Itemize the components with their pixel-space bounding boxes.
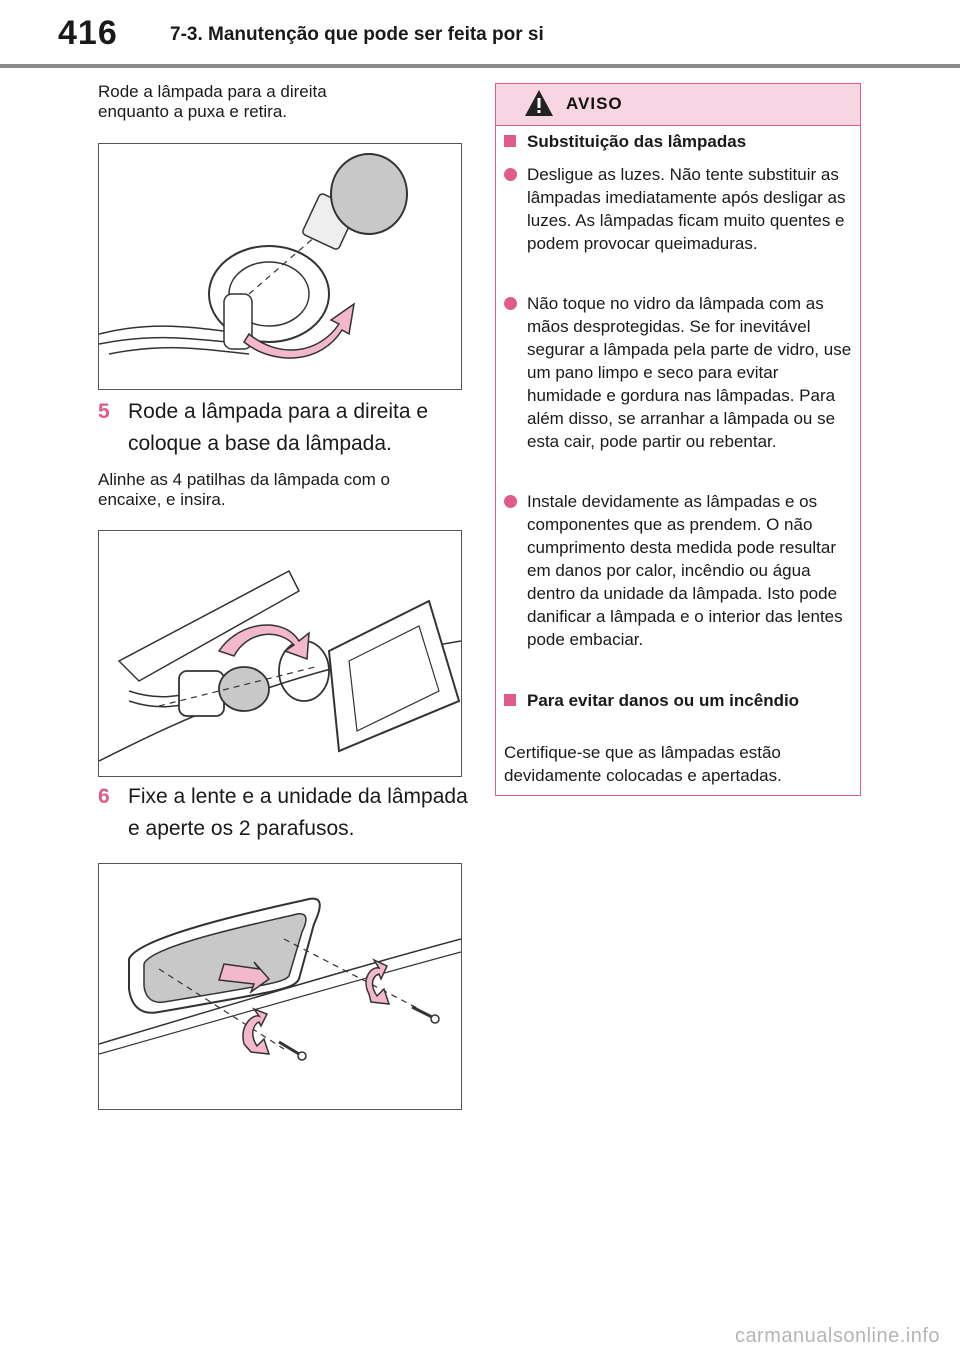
circle-bullet-icon — [504, 163, 517, 187]
section-title: 7-3. Manutenção que pode ser feita por s… — [170, 24, 544, 45]
warning-heading-text: Para evitar danos ou um incêndio — [527, 691, 800, 710]
step-5-number: 5 — [98, 400, 110, 423]
bulb-removal-drawing — [99, 153, 408, 359]
page-number: 416 — [58, 14, 118, 52]
watermark: carmanualsonline.info — [734, 1325, 940, 1347]
warning-bullet-text: Desligue as luzes. Não tente substituir … — [527, 165, 846, 253]
header-divider — [0, 64, 960, 68]
circle-bullet-icon — [504, 490, 517, 514]
warning-heading-avoid-fire: Para evitar danos ou um incêndio — [504, 689, 854, 737]
intro-paragraph: Rode a lâmpada para a direita enquanto a… — [98, 82, 327, 121]
square-bullet-icon — [504, 689, 516, 712]
warning-triangle-icon — [525, 90, 553, 116]
warning-title: AVISO — [566, 94, 623, 113]
warning-heading-text: Substituição das lâmpadas — [527, 132, 747, 151]
warning-bullet-text: Não toque no vidro da lâmpada com as mão… — [527, 294, 852, 451]
bulb-installation-illustration — [98, 530, 462, 777]
warning-bullet: Desligue as luzes. Não tente substituir … — [504, 163, 854, 273]
warning-bullet-text: Instale devidamente as lâmpadas e os com… — [527, 492, 843, 649]
warning-heading-bulb-replacement: Substituição das lâmpadas — [504, 130, 854, 154]
step-5-text: Rode a lâmpada para a direita e coloque … — [128, 400, 429, 455]
lens-screws-drawing — [99, 897, 461, 1061]
step-5: 5 Rode a lâmpada para a direita e coloqu… — [98, 396, 468, 460]
bulb-installation-drawing — [99, 569, 461, 762]
step-6-number: 6 — [98, 785, 110, 808]
warning-box: AVISO Substituição das lâmpadas Desligue… — [495, 83, 861, 796]
lens-screws-illustration — [98, 863, 462, 1110]
warning-paragraph: Certifique-se que as lâmpadas estão devi… — [504, 743, 782, 785]
step-6: 6 Fixe a lente e a unidade da lâmpada e … — [98, 781, 468, 845]
square-bullet-icon — [504, 130, 516, 153]
step-6-text: Fixe a lente e a unidade da lâmpada e ap… — [128, 785, 468, 840]
step-5-note: Alinhe as 4 patilhas da lâmpada com o en… — [98, 470, 391, 509]
circle-bullet-icon — [504, 292, 517, 316]
warning-header: AVISO — [496, 84, 860, 126]
warning-bullet: Instale devidamente as lâmpadas e os com… — [504, 490, 854, 670]
warning-bullet: Não toque no vidro da lâmpada com as mão… — [504, 292, 854, 472]
bulb-removal-illustration — [98, 143, 462, 390]
